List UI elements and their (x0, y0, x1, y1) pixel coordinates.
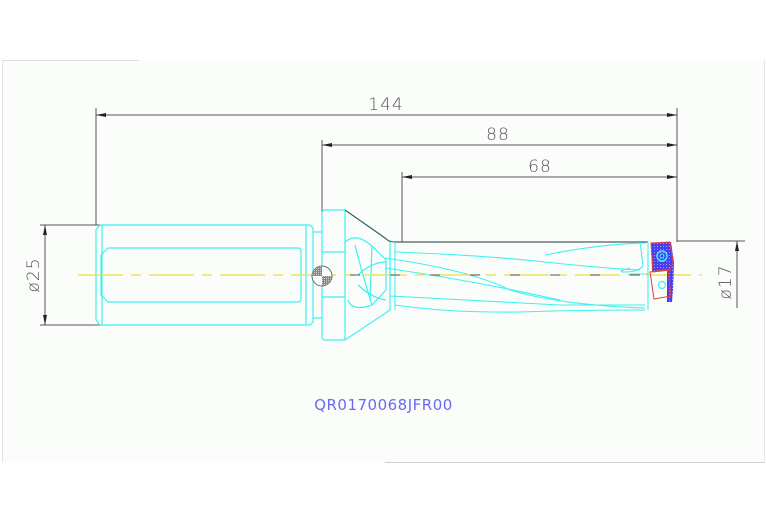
dimension-label-68: 68 (528, 157, 552, 177)
dimension-144 (95, 108, 678, 242)
fluted-body (384, 241, 649, 313)
cutting-inserts (649, 241, 674, 302)
dimension-label-diameter-17: ø17 (716, 264, 736, 299)
dimension-88 (321, 140, 677, 212)
dimension-diameter-17 (677, 240, 745, 308)
dimension-diameter-25 (40, 224, 100, 326)
coolant-hole-marker (311, 265, 333, 287)
drawing-canvas (2, 60, 765, 462)
canvas-border-bottom (385, 462, 765, 463)
part-number-label: QR0170068JFR00 (314, 396, 453, 414)
canvas-border-top (2, 60, 139, 61)
canvas-border-right (764, 60, 765, 463)
dimension-label-144: 144 (368, 95, 403, 115)
dimension-68 (401, 172, 677, 242)
body-top-edge (344, 209, 648, 243)
dimension-label-diameter-25: ø25 (24, 257, 44, 292)
dimension-label-88: 88 (486, 125, 510, 145)
